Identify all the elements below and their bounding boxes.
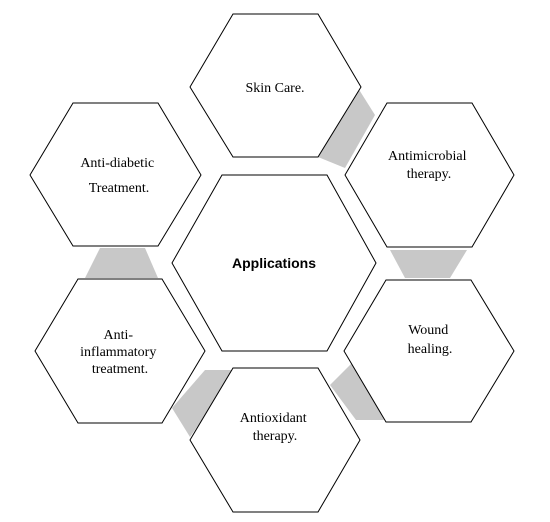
hexagon-wound-healing: Wound healing. (343, 279, 515, 423)
hex-label-wound-healing: Wound healing. (408, 323, 453, 357)
hex-label-anti-inflammatory: Anti- inflammatory treatment. (80, 328, 160, 377)
hexagon-center: Applications (171, 174, 377, 352)
hex-label-antimicrobial: Antimicrobial therapy. (388, 149, 470, 182)
hexagon-anti-diabetic: Anti-diabetic Treatment. (29, 102, 202, 247)
hexagon-antimicrobial: Antimicrobial therapy. (344, 102, 515, 248)
connector-antioxidant-anti-inflammatory (172, 370, 237, 437)
hexagon-antioxidant: Antioxidant therapy. (189, 367, 361, 513)
connectors (85, 88, 467, 437)
hexagon-anti-inflammatory: Anti- inflammatory treatment. (34, 278, 206, 424)
connector-skin-care-antimicrobial (318, 88, 375, 168)
hexagon-skin-care: Skin Care. (189, 13, 362, 158)
connector-wound-healing-antioxidant (330, 355, 384, 420)
center-label: Applications (232, 255, 316, 271)
hex-label-skin-care: Skin Care. (245, 81, 304, 96)
hex-label-anti-diabetic: Anti-diabetic Treatment. (80, 156, 157, 196)
hex-label-antioxidant: Antioxidant therapy. (240, 411, 310, 444)
connector-anti-inflammatory-anti-diabetic (85, 248, 158, 278)
connector-antimicrobial-wound-healing (390, 250, 467, 278)
